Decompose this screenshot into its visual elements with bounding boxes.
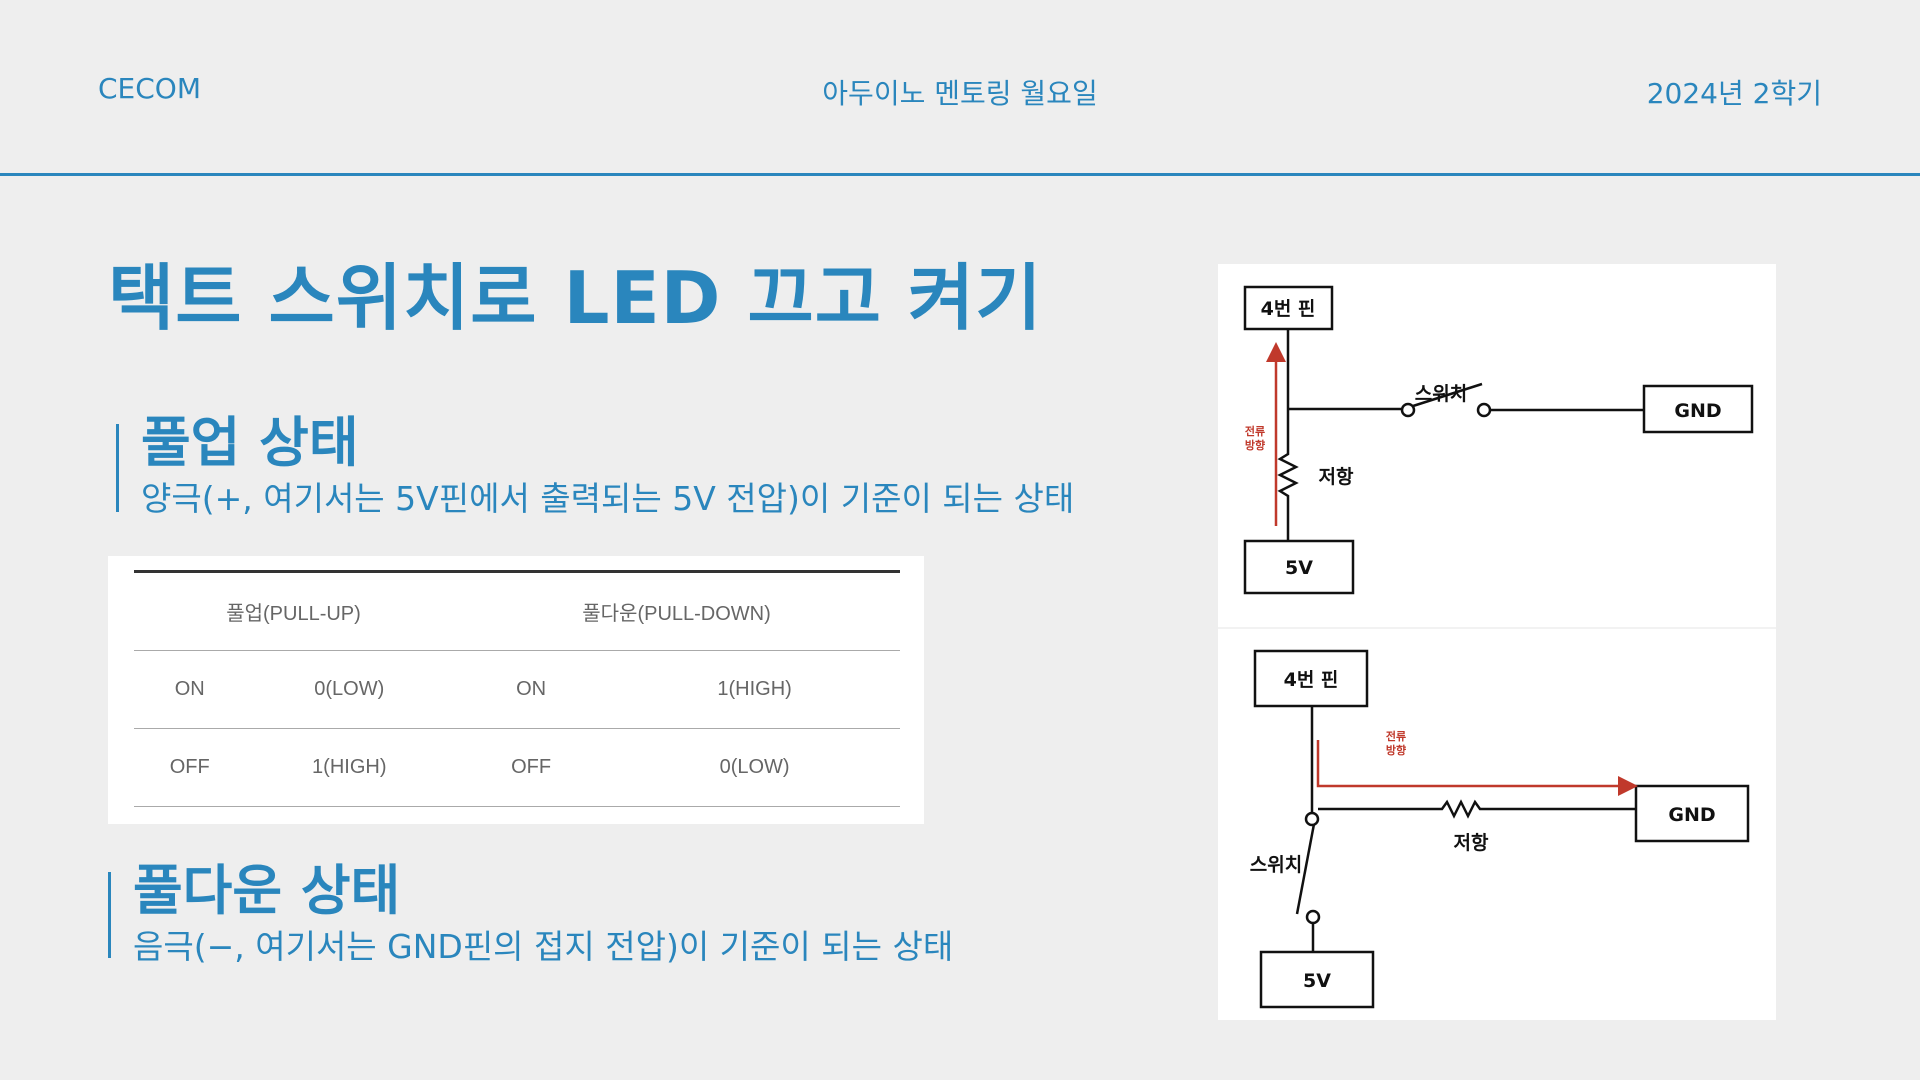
- table-row: ON 0(LOW) ON 1(HIGH): [134, 650, 900, 729]
- table-cell: ON: [134, 650, 246, 729]
- resistor-zigzag: [1277, 409, 1299, 541]
- table-cell: 0(LOW): [609, 728, 900, 807]
- resistor-label: 저항: [1454, 832, 1489, 854]
- gnd-label: GND: [1674, 400, 1721, 422]
- pulldown-description: 음극(−, 여기서는 GND핀의 접지 전압)이 기준이 되는 상태: [133, 927, 954, 966]
- table-cell: 0(LOW): [245, 650, 454, 729]
- switch-lever: [1295, 823, 1316, 915]
- switch-label: 스위치: [1415, 383, 1467, 405]
- header-divider: [0, 173, 1920, 176]
- current-label: 방향: [1386, 743, 1406, 757]
- pin4-label: 4번 핀: [1284, 669, 1339, 691]
- resistor-wire: [1318, 799, 1636, 819]
- table-cell: 1(HIGH): [609, 650, 900, 729]
- pin4-box: [1243, 285, 1334, 331]
- switch-terminal: [1400, 402, 1416, 418]
- header-course: 아두이노 멘토링 월요일: [822, 77, 1098, 110]
- pull-table: 풀업(PULL-UP) 풀다운(PULL-DOWN) ON 0(LOW) ON …: [134, 570, 900, 807]
- table-cell: OFF: [453, 728, 610, 807]
- 5v-label: 5V: [1303, 970, 1331, 992]
- switch-terminal: [1476, 402, 1492, 418]
- switch-terminal: [1305, 909, 1321, 925]
- table-cell: 1(HIGH): [245, 728, 454, 807]
- gnd-box: [1642, 384, 1754, 434]
- pull-table-card: 풀업(PULL-UP) 풀다운(PULL-DOWN) ON 0(LOW) ON …: [108, 556, 924, 824]
- table-row: OFF 1(HIGH) OFF 0(LOW): [134, 728, 900, 807]
- gnd-label: GND: [1668, 804, 1715, 826]
- current-label: 전류: [1245, 424, 1265, 438]
- switch-lever: [1412, 382, 1483, 408]
- pullup-circuit: 4번 핀 스위치 GND 저항 전류 방향 5V: [1243, 285, 1754, 595]
- pulldown-heading: 풀다운 상태: [133, 859, 401, 922]
- table-cell: ON: [453, 650, 610, 729]
- circuit-diagram-panel: 4번 핀 스위치 GND 저항 전류 방향 5V 4번 핀: [1218, 264, 1776, 1020]
- header-term: 2024년 2학기: [1646, 77, 1822, 110]
- circuit-diagram-svg: 4번 핀 스위치 GND 저항 전류 방향 5V 4번 핀: [1218, 285, 1776, 1009]
- 5v-label: 5V: [1285, 557, 1313, 579]
- 5v-box: [1243, 539, 1355, 595]
- current-label: 방향: [1245, 438, 1265, 452]
- resistor-label: 저항: [1319, 466, 1354, 488]
- table-header-pulldown: 풀다운(PULL-DOWN): [453, 570, 900, 651]
- switch-label: 스위치: [1250, 854, 1302, 876]
- current-label: 전류: [1386, 729, 1406, 743]
- header-org: CECOM: [98, 72, 201, 105]
- table-header-row: 풀업(PULL-UP) 풀다운(PULL-DOWN): [134, 570, 900, 651]
- pulldown-circuit: 4번 핀 저항 GND 전류 방향 스위치 5V: [1250, 649, 1750, 1009]
- slide-title: 택트 스위치로 LED 끄고 켜기: [108, 256, 1043, 340]
- 5v-box: [1259, 950, 1375, 1009]
- current-arrow: [1316, 740, 1638, 796]
- gnd-box: [1634, 784, 1750, 843]
- table-cell: OFF: [134, 728, 246, 807]
- pullup-description: 양극(+, 여기서는 5V핀에서 출력되는 5V 전압)이 기준이 되는 상태: [141, 479, 1075, 518]
- switch-terminal: [1304, 811, 1320, 827]
- pulldown-section: 풀다운 상태 음극(−, 여기서는 GND핀의 접지 전압)이 기준이 되는 상…: [108, 864, 953, 963]
- pullup-section: 풀업 상태 양극(+, 여기서는 5V핀에서 출력되는 5V 전압)이 기준이 …: [116, 416, 1075, 518]
- pullup-heading: 풀업 상태: [141, 411, 359, 474]
- pin4-label: 4번 핀: [1261, 298, 1316, 320]
- table-header-pullup: 풀업(PULL-UP): [134, 570, 454, 651]
